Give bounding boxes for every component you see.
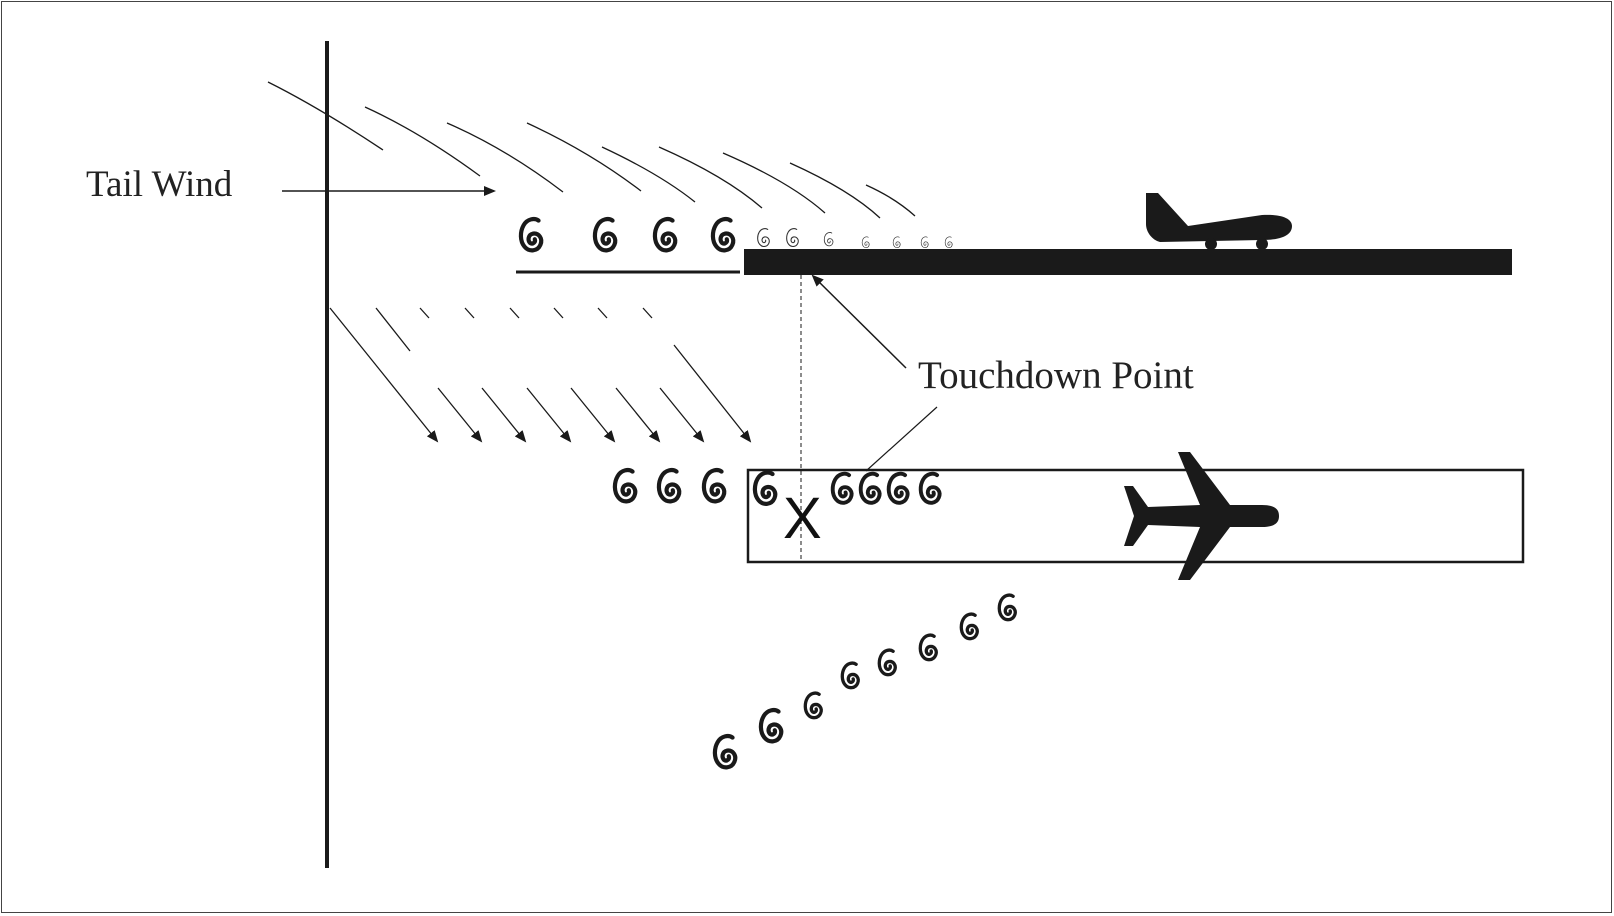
vortex-icon bbox=[920, 635, 936, 660]
top-view-runway bbox=[746, 468, 1525, 564]
vortex-icon bbox=[892, 236, 901, 249]
top-view-vortices bbox=[615, 470, 940, 504]
vortex-icon bbox=[961, 614, 977, 639]
side-view-runway bbox=[744, 249, 1512, 275]
vortex-icon bbox=[861, 474, 880, 503]
vortex-icon bbox=[755, 473, 775, 504]
vortex-icon bbox=[761, 710, 781, 741]
vortex-icon bbox=[521, 219, 541, 250]
vortex-icon bbox=[805, 693, 821, 718]
vortex-icon bbox=[921, 474, 940, 503]
vortex-icon bbox=[879, 650, 895, 675]
touchdown-x-marker: X bbox=[783, 486, 822, 551]
vortex-icon bbox=[659, 470, 679, 501]
vortex-icon bbox=[842, 663, 858, 688]
vortex-icon bbox=[823, 232, 834, 247]
vortex-icon bbox=[944, 236, 953, 249]
vortex-icon bbox=[704, 470, 724, 501]
downwash-arrows bbox=[329, 307, 752, 443]
vortex-icon bbox=[595, 219, 615, 250]
vortex-icon bbox=[833, 474, 852, 503]
touchdown-point-label: Touchdown Point bbox=[918, 354, 1194, 397]
side-view-airplane-icon bbox=[1146, 193, 1292, 250]
vortex-icon bbox=[615, 470, 635, 501]
vortex-icon bbox=[889, 474, 908, 503]
lower-wind-dashes bbox=[375, 307, 653, 352]
touchdown-pointer-arrow bbox=[811, 274, 907, 369]
vortex-icon bbox=[999, 595, 1015, 620]
vortex-icon bbox=[920, 236, 929, 249]
vortex-icon bbox=[786, 228, 799, 248]
drifting-vortices bbox=[715, 595, 1015, 767]
vortex-icon bbox=[715, 736, 735, 767]
touchdown-pointer-line bbox=[865, 406, 938, 472]
vortex-icon bbox=[655, 219, 675, 250]
vortex-icon bbox=[861, 236, 870, 249]
upper-wind-streaks bbox=[267, 81, 916, 219]
tail-wind-label: Tail Wind bbox=[86, 164, 233, 205]
vortex-icon bbox=[713, 219, 733, 250]
vortex-icon bbox=[757, 228, 770, 248]
side-view-vortices bbox=[521, 219, 953, 250]
top-view-airplane-icon bbox=[1124, 452, 1279, 580]
